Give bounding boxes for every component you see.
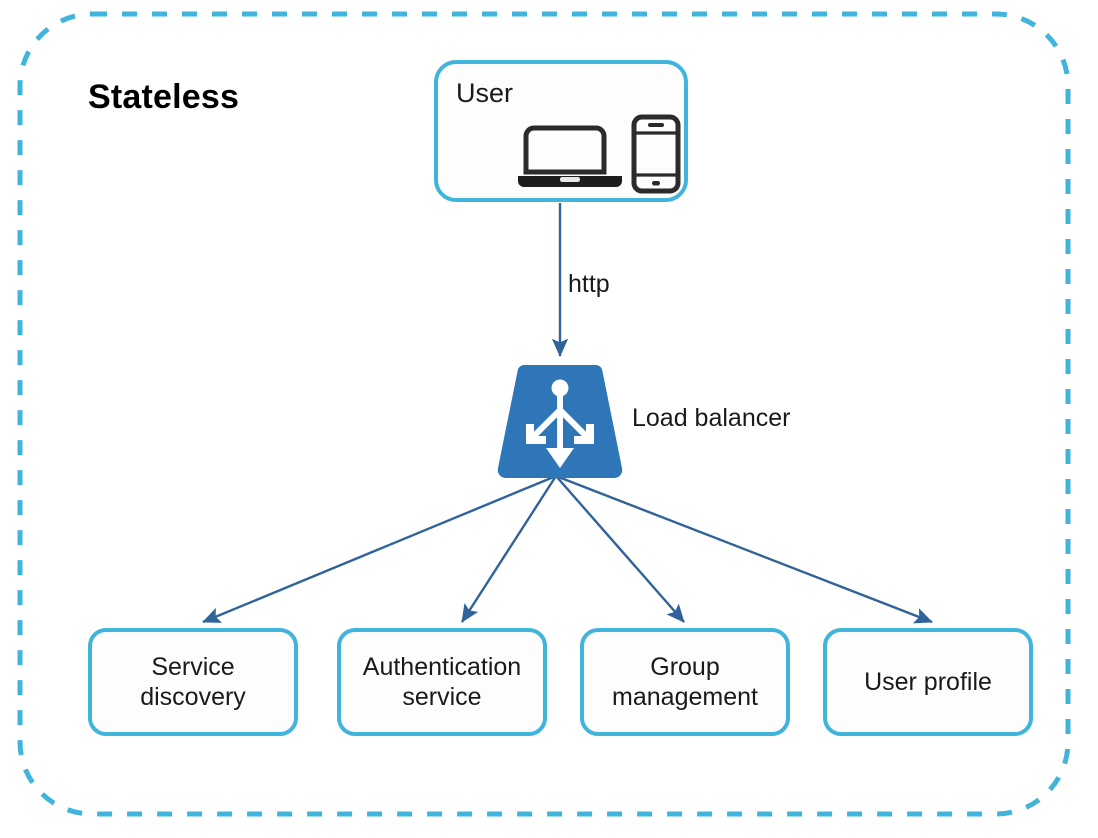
boundary-title: Stateless — [88, 78, 240, 116]
node-group-management[interactable]: Group management — [580, 628, 790, 736]
user-device-icons — [512, 112, 682, 196]
edge-lb-to-service-discovery — [202, 474, 557, 624]
service-label-line2: service — [402, 683, 482, 711]
service-label-line1: Service — [151, 652, 235, 681]
node-authentication-service[interactable]: Authentication service — [337, 628, 547, 736]
edge-lb-to-group-management — [555, 475, 685, 623]
service-label-line1: Group — [650, 652, 720, 681]
node-user[interactable]: User — [434, 60, 688, 202]
stateless-boundary — [17, 11, 1071, 817]
node-service-discovery-label: Service discovery — [92, 632, 294, 732]
load-balancer-arrowheads — [526, 424, 594, 468]
edge-lb-to-authentication-service — [460, 475, 558, 623]
node-load-balancer[interactable] — [490, 360, 630, 482]
smartphone-icon — [631, 114, 681, 194]
node-user-profile-label: User profile — [827, 632, 1029, 732]
node-group-management-label: Group management — [584, 632, 786, 732]
node-authentication-service-label: Authentication service — [341, 632, 543, 732]
edge-label-http: http — [568, 270, 610, 298]
laptop-icon — [518, 125, 622, 187]
node-load-balancer-label: Load balancer — [632, 404, 791, 432]
service-label-line2: discovery — [140, 683, 246, 711]
service-label-line1: Authentication — [362, 652, 522, 681]
node-service-discovery[interactable]: Service discovery — [88, 628, 298, 736]
service-label-line1: User profile — [864, 667, 992, 696]
node-user-label: User — [456, 78, 514, 108]
service-label-line2: management — [612, 683, 758, 711]
node-user-profile[interactable]: User profile — [823, 628, 1033, 736]
edge-lb-to-user-profile — [555, 474, 933, 624]
